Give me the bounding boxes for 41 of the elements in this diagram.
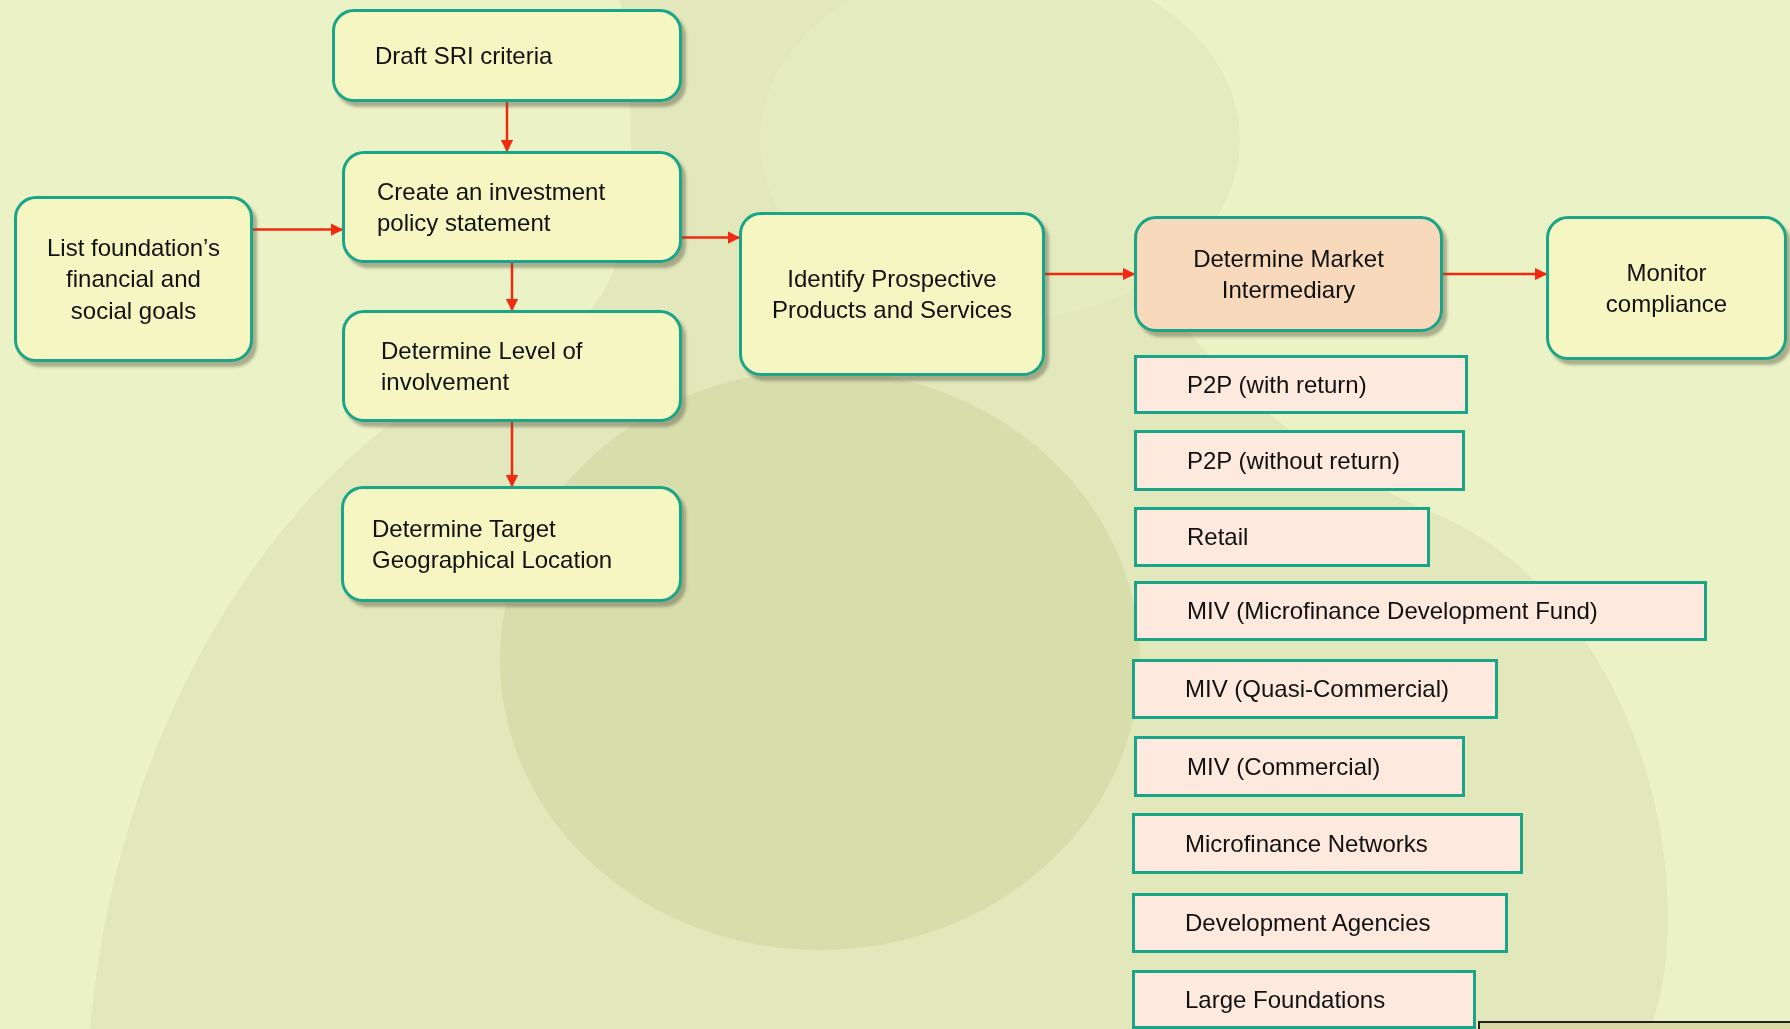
node-text: Large Foundations [1185, 984, 1386, 1015]
node-text: Retail [1187, 522, 1249, 553]
option-box [1132, 893, 1508, 953]
option-box [1134, 507, 1430, 567]
arrow [1443, 267, 1548, 281]
node-text: Identify Prospective Products and Services [770, 263, 1014, 325]
process-box [332, 9, 682, 102]
option-box [1132, 813, 1523, 874]
node-text: Determine Market Intermediary [1192, 243, 1385, 305]
arrow [500, 102, 514, 153]
process-box [739, 212, 1045, 376]
option-box [1134, 581, 1707, 641]
node-text: P2P (with return) [1187, 369, 1367, 400]
option-box [1134, 430, 1465, 491]
option-box [1134, 736, 1465, 797]
arrow [1045, 267, 1136, 281]
option-box [1134, 355, 1468, 414]
process-box [342, 151, 682, 263]
process-box [1546, 216, 1787, 360]
node-text: Determine Level of involvement [381, 335, 584, 397]
node-text: Draft SRI criteria [375, 40, 553, 71]
process-box [1134, 216, 1443, 332]
arrow [505, 263, 519, 312]
arrow [253, 223, 344, 236]
node-text: Monitor compliance [1604, 257, 1729, 319]
node-text: MIV (Quasi-Commercial) [1185, 674, 1450, 705]
process-box [14, 196, 253, 362]
option-box [1132, 970, 1476, 1029]
node-text: MIV (Microfinance Development Fund) [1187, 596, 1598, 627]
arrow [682, 231, 741, 244]
node-text: List foundation’s financial and social goals [46, 233, 221, 326]
node-text: Microfinance Networks [1185, 828, 1428, 859]
node-text: Create an investment policy statement [377, 176, 607, 238]
node-text: Development Agencies [1185, 908, 1431, 939]
process-box [342, 310, 682, 422]
process-box [341, 486, 682, 602]
option-box [1132, 659, 1498, 719]
node-text: MIV (Commercial) [1187, 751, 1381, 782]
node-text: Determine Target Geographical Location [372, 513, 614, 575]
node-text: P2P (without return) [1187, 445, 1400, 476]
arrow [505, 422, 519, 488]
